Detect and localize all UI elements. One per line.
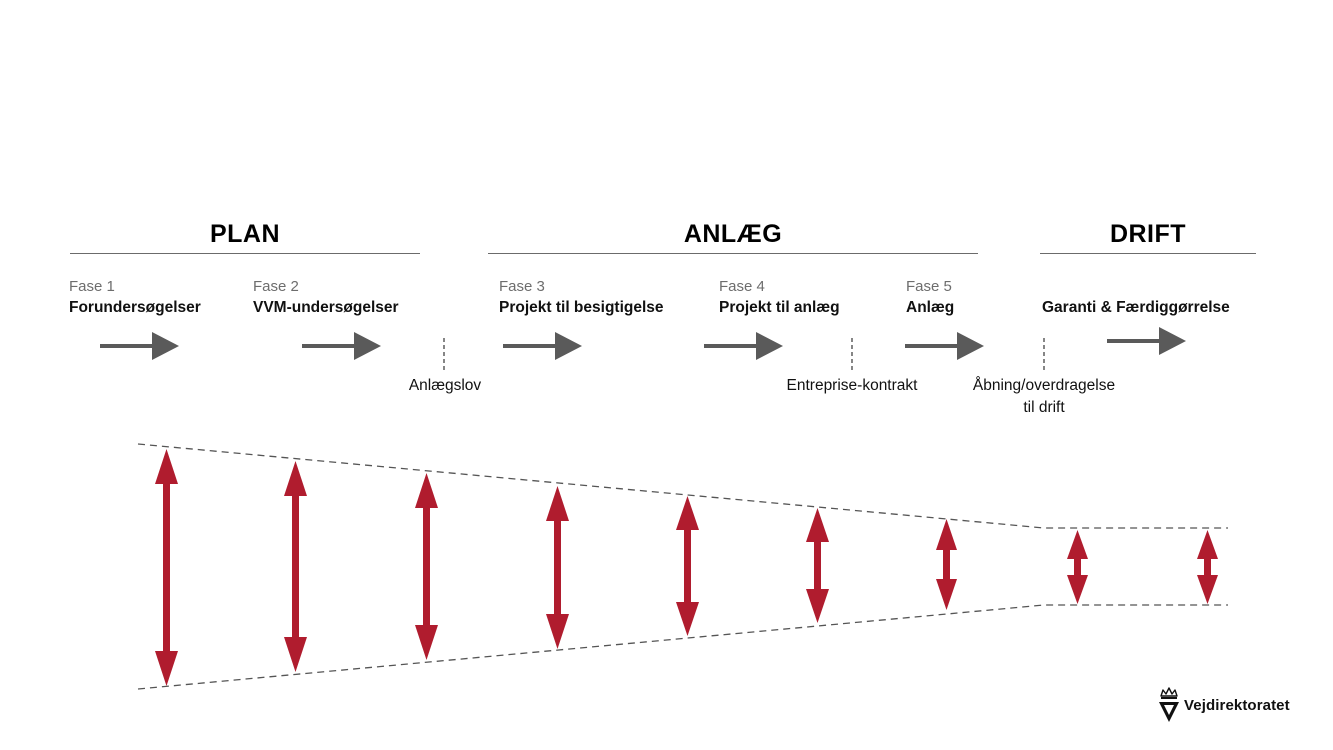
uncertainty-arrow-1: [155, 449, 178, 686]
milestone-entreprise-kontrakt-label: Entreprise-kontrakt: [786, 377, 918, 394]
phase-5-name: Anlæg: [906, 299, 955, 316]
milestone-aabning: Åbning/overdragelse til drift: [954, 375, 1134, 419]
funnel-upper-boundary: [137, 443, 1228, 529]
phase-2-name: VVM-undersøgelser: [253, 299, 399, 316]
milestone-ticks: [443, 338, 1045, 372]
section-rule-drift: [1040, 253, 1256, 254]
milestone-anlaegslov-label: Anlægslov: [408, 377, 482, 394]
phase-guarantee-arrow: [1107, 327, 1186, 355]
milestone-aabning-line1: Åbning/overdragelse: [972, 377, 1116, 394]
phase-5-arrow: [905, 332, 984, 360]
phase-3-number: Fase 3: [499, 278, 545, 295]
section-title-anlaeg: ANLÆG: [683, 220, 783, 248]
phase-1-number: Fase 1: [69, 278, 115, 295]
phase-4-number: Fase 4: [719, 278, 765, 295]
uncertainty-arrow-7: [936, 519, 957, 610]
phase-3-arrow: [503, 332, 582, 360]
vejdirektoratet-logo: Vejdirektoratet: [1156, 686, 1290, 724]
funnel-lower-boundary: [137, 604, 1228, 690]
section-rule-anlaeg: [488, 253, 978, 254]
uncertainty-arrow-5: [676, 496, 699, 636]
uncertainty-arrow-8: [1067, 530, 1088, 604]
phase-1-name: Forundersøgelser: [69, 299, 201, 316]
phase-4-arrow: [704, 332, 783, 360]
milestone-entreprise-kontrakt: Entreprise-kontrakt: [772, 375, 932, 397]
logo-text: Vejdirektoratet: [1184, 696, 1290, 714]
uncertainty-arrow-6: [806, 508, 829, 623]
uncertainty-arrow-2: [284, 461, 307, 672]
section-title-plan: PLAN: [209, 220, 281, 248]
phase-guarantee-name: Garanti & Færdiggørrelse: [1042, 299, 1230, 316]
uncertainty-arrow-4: [546, 486, 569, 649]
phase-2-arrow: [302, 332, 381, 360]
uncertainty-arrow-9: [1197, 530, 1218, 604]
section-rule-plan: [70, 253, 420, 254]
phase-arrows: [100, 327, 1186, 360]
phase-3-name: Projekt til besigtigelse: [499, 299, 664, 316]
phase-1-arrow: [100, 332, 179, 360]
uncertainty-funnel: [137, 443, 1228, 690]
phase-4-name: Projekt til anlæg: [719, 299, 840, 316]
crown-shield-icon: [1159, 687, 1179, 722]
phase-2-number: Fase 2: [253, 278, 299, 295]
phase-5-number: Fase 5: [906, 278, 952, 295]
milestone-aabning-line2: til drift: [1023, 399, 1065, 416]
section-title-drift: DRIFT: [1109, 220, 1187, 248]
uncertainty-arrow-3: [415, 473, 438, 660]
milestone-anlaegslov: Anlægslov: [395, 375, 495, 397]
uncertainty-arrows: [155, 449, 1218, 686]
